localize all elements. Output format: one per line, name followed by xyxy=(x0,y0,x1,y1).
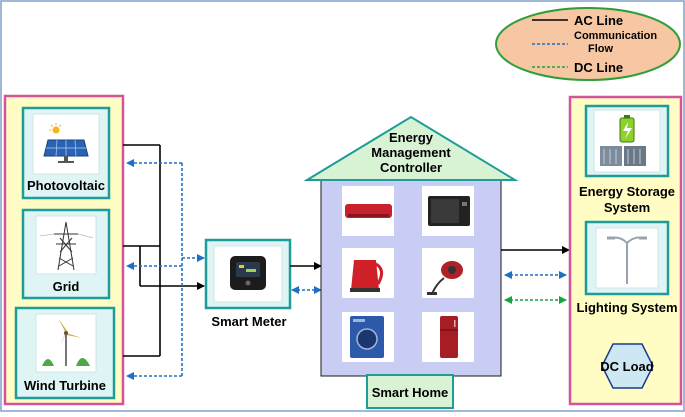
legend-dc-label: DC Line xyxy=(574,60,623,75)
photovoltaic-label: Photovoltaic xyxy=(27,178,105,193)
smart-home-label-box xyxy=(366,374,454,409)
source-comm-connectors xyxy=(126,159,205,380)
smart-home-label: Smart Home xyxy=(372,385,449,400)
transmission-tower-icon xyxy=(39,221,94,271)
legend-comm-label-2: Flow xyxy=(588,43,613,55)
smart-meter-label: Smart Meter xyxy=(211,314,286,329)
controller-label-3: Controller xyxy=(380,160,442,175)
solar-panel-icon xyxy=(43,123,89,163)
photovoltaic-tile: Photovoltaic xyxy=(21,106,111,200)
storage-label-2: System xyxy=(604,200,650,215)
lighting-tile xyxy=(584,220,670,296)
legend: AC Line Communication Flow DC Line xyxy=(495,7,681,81)
vacuum-cleaner-icon xyxy=(427,261,463,295)
legend-ellipse xyxy=(495,7,681,81)
smart-meter-tile xyxy=(204,238,292,310)
house-roof xyxy=(303,115,519,181)
electric-kettle-icon xyxy=(350,260,383,292)
controller-label-1: Energy xyxy=(389,130,434,145)
wind-turbine-label: Wind Turbine xyxy=(24,378,106,393)
smart-home: Energy Management Controller xyxy=(303,115,519,409)
washing-machine-icon xyxy=(350,316,384,358)
microwave-oven-icon xyxy=(428,196,470,226)
wind-turbine-tile: Wind Turbine xyxy=(14,306,116,400)
air-conditioner-icon xyxy=(345,204,392,218)
energy-storage-tile xyxy=(584,104,670,178)
battery-storage-icon xyxy=(600,115,646,166)
refrigerator-icon xyxy=(440,316,458,358)
source-ac-connectors xyxy=(123,144,205,357)
dc-load-label: DC Load xyxy=(600,359,654,374)
storage-label-1: Energy Storage xyxy=(579,184,675,199)
lighting-label: Lighting System xyxy=(576,300,677,315)
controller-label-2: Management xyxy=(371,145,451,160)
street-lamp-icon xyxy=(607,236,647,284)
grid-label: Grid xyxy=(53,279,80,294)
wind-turbine-icon xyxy=(42,318,90,366)
smart-meter-icon xyxy=(230,256,266,290)
legend-comm-label-1: Communication xyxy=(574,30,657,42)
legend-ac-label: AC Line xyxy=(574,13,623,28)
grid-tile: Grid xyxy=(21,208,111,300)
dc-load-node: DC Load xyxy=(600,343,654,389)
